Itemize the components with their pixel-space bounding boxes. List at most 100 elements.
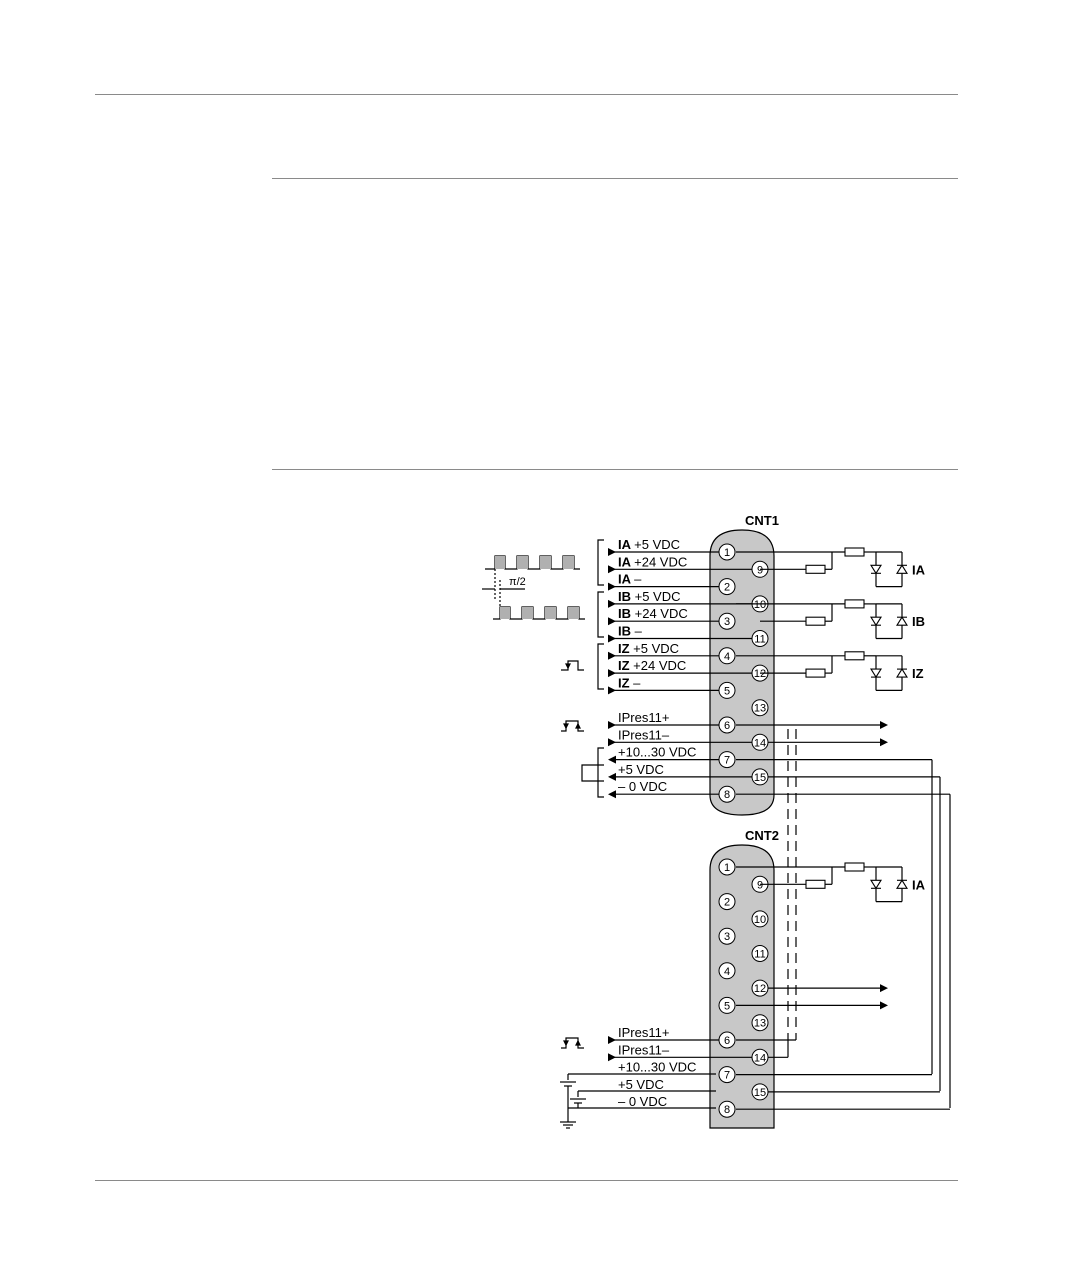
cnt2-pin-14-circle xyxy=(751,1048,769,1066)
cnt1-signal-label: IZ – xyxy=(618,675,641,690)
signal-prefix: IA xyxy=(618,554,634,569)
channel-diode-forward xyxy=(870,668,882,679)
cnt2-wiring xyxy=(608,984,950,1110)
channel-resistor-mid xyxy=(805,879,826,889)
cnt2-pin-6-number: 6 xyxy=(724,1035,730,1047)
cnt1-pin-11-circle xyxy=(751,630,769,647)
cnt2-pin-6-circle xyxy=(718,1031,736,1049)
cnt2-pin-8-circle xyxy=(718,1100,736,1118)
cnt2-pin12-arrow xyxy=(880,984,888,993)
channel-resistor-top xyxy=(844,651,865,661)
signal-text: +24 VDC xyxy=(633,658,686,673)
cnt1-pin-5-circle xyxy=(718,681,736,699)
cnt1-pin-2-number: 2 xyxy=(724,582,730,594)
cnt2-pin-12-number: 12 xyxy=(754,983,766,995)
cnt1-pin-14-number: 14 xyxy=(754,737,766,749)
channel-resistor-top xyxy=(844,547,865,557)
top-rule xyxy=(95,94,958,95)
pulse-icon-ipres-cnt1 xyxy=(561,720,584,732)
cnt1-pin-11-number: 11 xyxy=(754,634,765,646)
cnt1-signal-label: IB +5 VDC xyxy=(618,589,681,604)
cnt1-pin-13-circle xyxy=(751,699,769,717)
cnt2-pin-3-circle xyxy=(718,927,736,945)
cnt2-pin-14-number: 14 xyxy=(754,1052,766,1064)
channel-label: IZ xyxy=(912,666,924,681)
phase-shift-label: π/2 xyxy=(509,576,526,588)
cnt1-pin-6-number: 6 xyxy=(724,720,730,732)
signal-prefix: IA xyxy=(618,572,634,587)
cnt2-channel-circuits: IA xyxy=(736,862,926,903)
channel-resistor-mid xyxy=(805,564,826,574)
cnt1-signal-label: +10...30 VDC xyxy=(618,745,696,760)
signal-text: – xyxy=(634,572,642,587)
cnt1-pin-8-circle xyxy=(718,785,736,803)
signal-text: – 0 VDC xyxy=(618,779,667,794)
signal-text: +5 VDC xyxy=(633,641,679,656)
cnt2-signal-label: IPres11+ xyxy=(618,1025,669,1040)
cnt1-output-arrow xyxy=(608,755,616,764)
cnt2-pin-1-circle xyxy=(718,858,736,876)
signal-text: +24 VDC xyxy=(635,606,688,621)
channel-resistor-top xyxy=(844,599,865,609)
cnt1-pin-4-circle xyxy=(718,647,736,665)
cnt2-signal-label: IPres11– xyxy=(618,1042,670,1057)
signal-text: – xyxy=(635,624,643,639)
cnt1-pin-15-number: 15 xyxy=(754,772,766,784)
cnt2-signal-labels: IPres11+ IPres11– +10...30 VDC +5 VDC – 0 VD… xyxy=(618,1025,696,1109)
channel-resistor-mid xyxy=(805,616,826,626)
cnt1-signal-label: IA +24 VDC xyxy=(618,554,687,569)
channel-diode-reverse xyxy=(896,879,908,889)
channel-diode-reverse xyxy=(896,616,908,626)
signal-text: – xyxy=(633,675,641,690)
cnt2-pin-5-circle xyxy=(718,996,736,1014)
signal-text: +5 VDC xyxy=(634,537,680,552)
cnt1-pin-9-number: 9 xyxy=(757,564,763,576)
cnt2-pin5-arrow xyxy=(880,1001,888,1010)
cnt1-pin-10-number: 10 xyxy=(754,599,766,611)
cnt2-pin-4-number: 4 xyxy=(724,966,730,978)
ipres-minus-arrow xyxy=(880,738,888,747)
cnt1-input-arrow xyxy=(608,738,616,747)
cnt1-pin-12-number: 12 xyxy=(754,668,766,680)
cnt2-signal-label: +10...30 VDC xyxy=(618,1060,696,1075)
section-rule-2 xyxy=(272,469,958,470)
cnt2-pin-10-number: 10 xyxy=(754,914,766,926)
cnt2-signal-label: +5 VDC xyxy=(618,1077,664,1092)
pulse-icon-ipres-cnt2 xyxy=(561,1037,584,1049)
cnt1-input-arrow xyxy=(608,617,616,626)
cnt1-input-arrow xyxy=(608,721,616,729)
signal-text: +24 VDC xyxy=(634,554,687,569)
signal-prefix: IZ xyxy=(618,658,633,673)
cnt2-pin-2-circle xyxy=(718,893,736,911)
cnt1-pin-2-circle xyxy=(718,578,736,596)
signal-text: +5 VDC xyxy=(618,762,664,777)
cnt1-pin-1-circle xyxy=(718,543,736,561)
cnt2-pin-10-circle xyxy=(751,910,769,928)
quadrature-waveform xyxy=(482,555,585,620)
signal-prefix: IB xyxy=(618,589,635,604)
cnt1-pin-14-circle xyxy=(751,733,769,751)
cnt1-signal-label: IPres11+ xyxy=(618,710,669,725)
cnt2-input-arrow xyxy=(608,1053,616,1062)
cnt2-signal-label: – 0 VDC xyxy=(618,1094,667,1109)
cnt1-pin-1-number: 1 xyxy=(724,547,730,559)
cnt1-pin-3-number: 3 xyxy=(724,616,730,628)
bottom-rule xyxy=(95,1180,958,1181)
cnt1-pin-4-number: 4 xyxy=(724,651,730,663)
cnt2-pin-12-circle xyxy=(751,979,769,997)
signal-prefix: IA xyxy=(618,537,634,552)
cnt2-pin-8-number: 8 xyxy=(724,1104,730,1116)
cnt1-input-arrow xyxy=(608,686,616,695)
channel-diode-forward xyxy=(870,879,882,890)
signal-group-brackets xyxy=(581,539,604,798)
cnt1-signal-label: – 0 VDC xyxy=(618,779,667,794)
cnt1-input-arrow xyxy=(608,651,616,660)
channel-diode-reverse xyxy=(896,564,908,574)
channel-label: IB xyxy=(912,614,925,629)
cnt1-pin-7-circle xyxy=(718,751,736,769)
cnt1-input-arrow xyxy=(608,599,616,608)
cnt1-signal-label: IA – xyxy=(618,572,642,587)
